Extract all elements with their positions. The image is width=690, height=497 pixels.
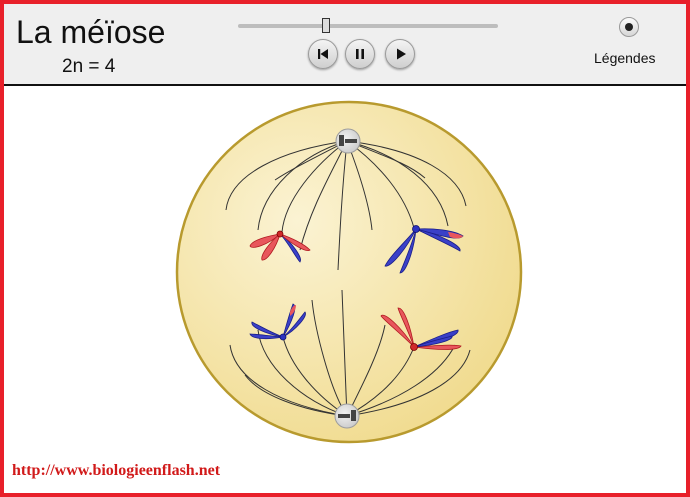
legend-toggle-label: Légendes bbox=[594, 50, 656, 66]
rewind-button[interactable] bbox=[308, 39, 338, 69]
header-bar: La méïose 2n = 4 Légendes bbox=[4, 4, 686, 86]
page-title: La méïose bbox=[16, 14, 166, 50]
timeline-slider-thumb[interactable] bbox=[322, 18, 331, 33]
website-link[interactable]: http://www.biologieenflash.net bbox=[12, 462, 221, 479]
centrosome-top bbox=[335, 128, 361, 154]
meiosis-cell-canvas bbox=[175, 100, 523, 444]
skip-back-icon bbox=[318, 49, 328, 59]
chromosome-pair-bottom-left bbox=[249, 303, 306, 341]
spindle-fibers-top bbox=[225, 140, 467, 271]
pause-icon bbox=[356, 49, 364, 59]
play-icon bbox=[397, 48, 406, 60]
chromosome-pair-bottom-right bbox=[380, 307, 462, 351]
centrosome-bottom bbox=[334, 403, 360, 429]
timeline-slider[interactable] bbox=[238, 24, 498, 28]
chromosome-pair-top-right bbox=[384, 225, 464, 274]
chromosome-pair-top-left bbox=[249, 230, 311, 263]
cell-membrane bbox=[175, 100, 523, 444]
radio-selected-dot bbox=[625, 23, 633, 31]
chromosome-count: 2n = 4 bbox=[62, 56, 116, 77]
play-button[interactable] bbox=[385, 39, 415, 69]
legend-toggle-radio[interactable] bbox=[619, 17, 639, 37]
pause-button[interactable] bbox=[345, 39, 375, 69]
